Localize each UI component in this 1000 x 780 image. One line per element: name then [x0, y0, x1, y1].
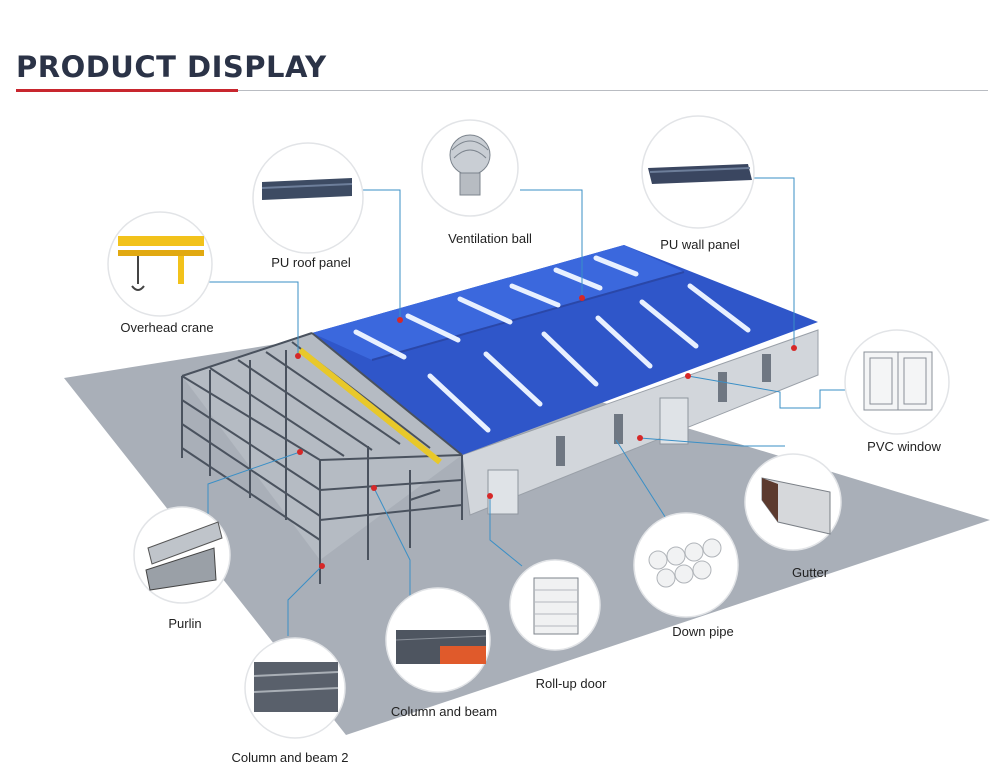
label-column-and-beam-2: Column and beam 2 [231, 750, 349, 765]
crane-girder [298, 347, 442, 465]
title-accent-bar [16, 89, 238, 92]
column-beam-2-icon [253, 662, 339, 712]
label-pu-roof-panel: PU roof panel [271, 255, 351, 270]
ventilation-ball-icon [449, 134, 491, 196]
wall-windows [556, 354, 771, 466]
crane-icon [118, 236, 204, 291]
label-gutter: Gutter [791, 565, 829, 580]
frame-floor [182, 333, 462, 560]
skylights [353, 255, 751, 433]
label-purlin: Purlin [168, 616, 202, 631]
label-down-pipe: Down pipe [672, 624, 734, 639]
label-overhead-crane: Overhead crane [120, 320, 214, 335]
down-pipe-icon [648, 538, 722, 588]
label-roll-up-door: Roll-up door [535, 676, 607, 691]
column-beam-icon [395, 630, 487, 664]
window-icon [863, 351, 933, 411]
page-title: PRODUCT DISPLAY [16, 50, 327, 84]
steel-frame [181, 332, 463, 584]
gutter-icon [761, 477, 831, 535]
label-pu-wall-panel: PU wall panel [660, 237, 740, 252]
wall-panel-icon [648, 164, 752, 184]
purlin-icon [145, 521, 223, 591]
title-divider [16, 90, 988, 91]
roll-up-door-icon [533, 577, 579, 635]
label-pvc-window: PVC window [867, 439, 941, 454]
label-column-and-beam: Column and beam [390, 704, 498, 719]
marker-dots [295, 295, 797, 569]
front-wall [461, 329, 819, 516]
blue-roof-near [312, 245, 684, 360]
wall-doors [487, 397, 689, 515]
label-ventilation-ball: Ventilation ball [448, 231, 532, 246]
roof-panel-icon [261, 178, 353, 200]
